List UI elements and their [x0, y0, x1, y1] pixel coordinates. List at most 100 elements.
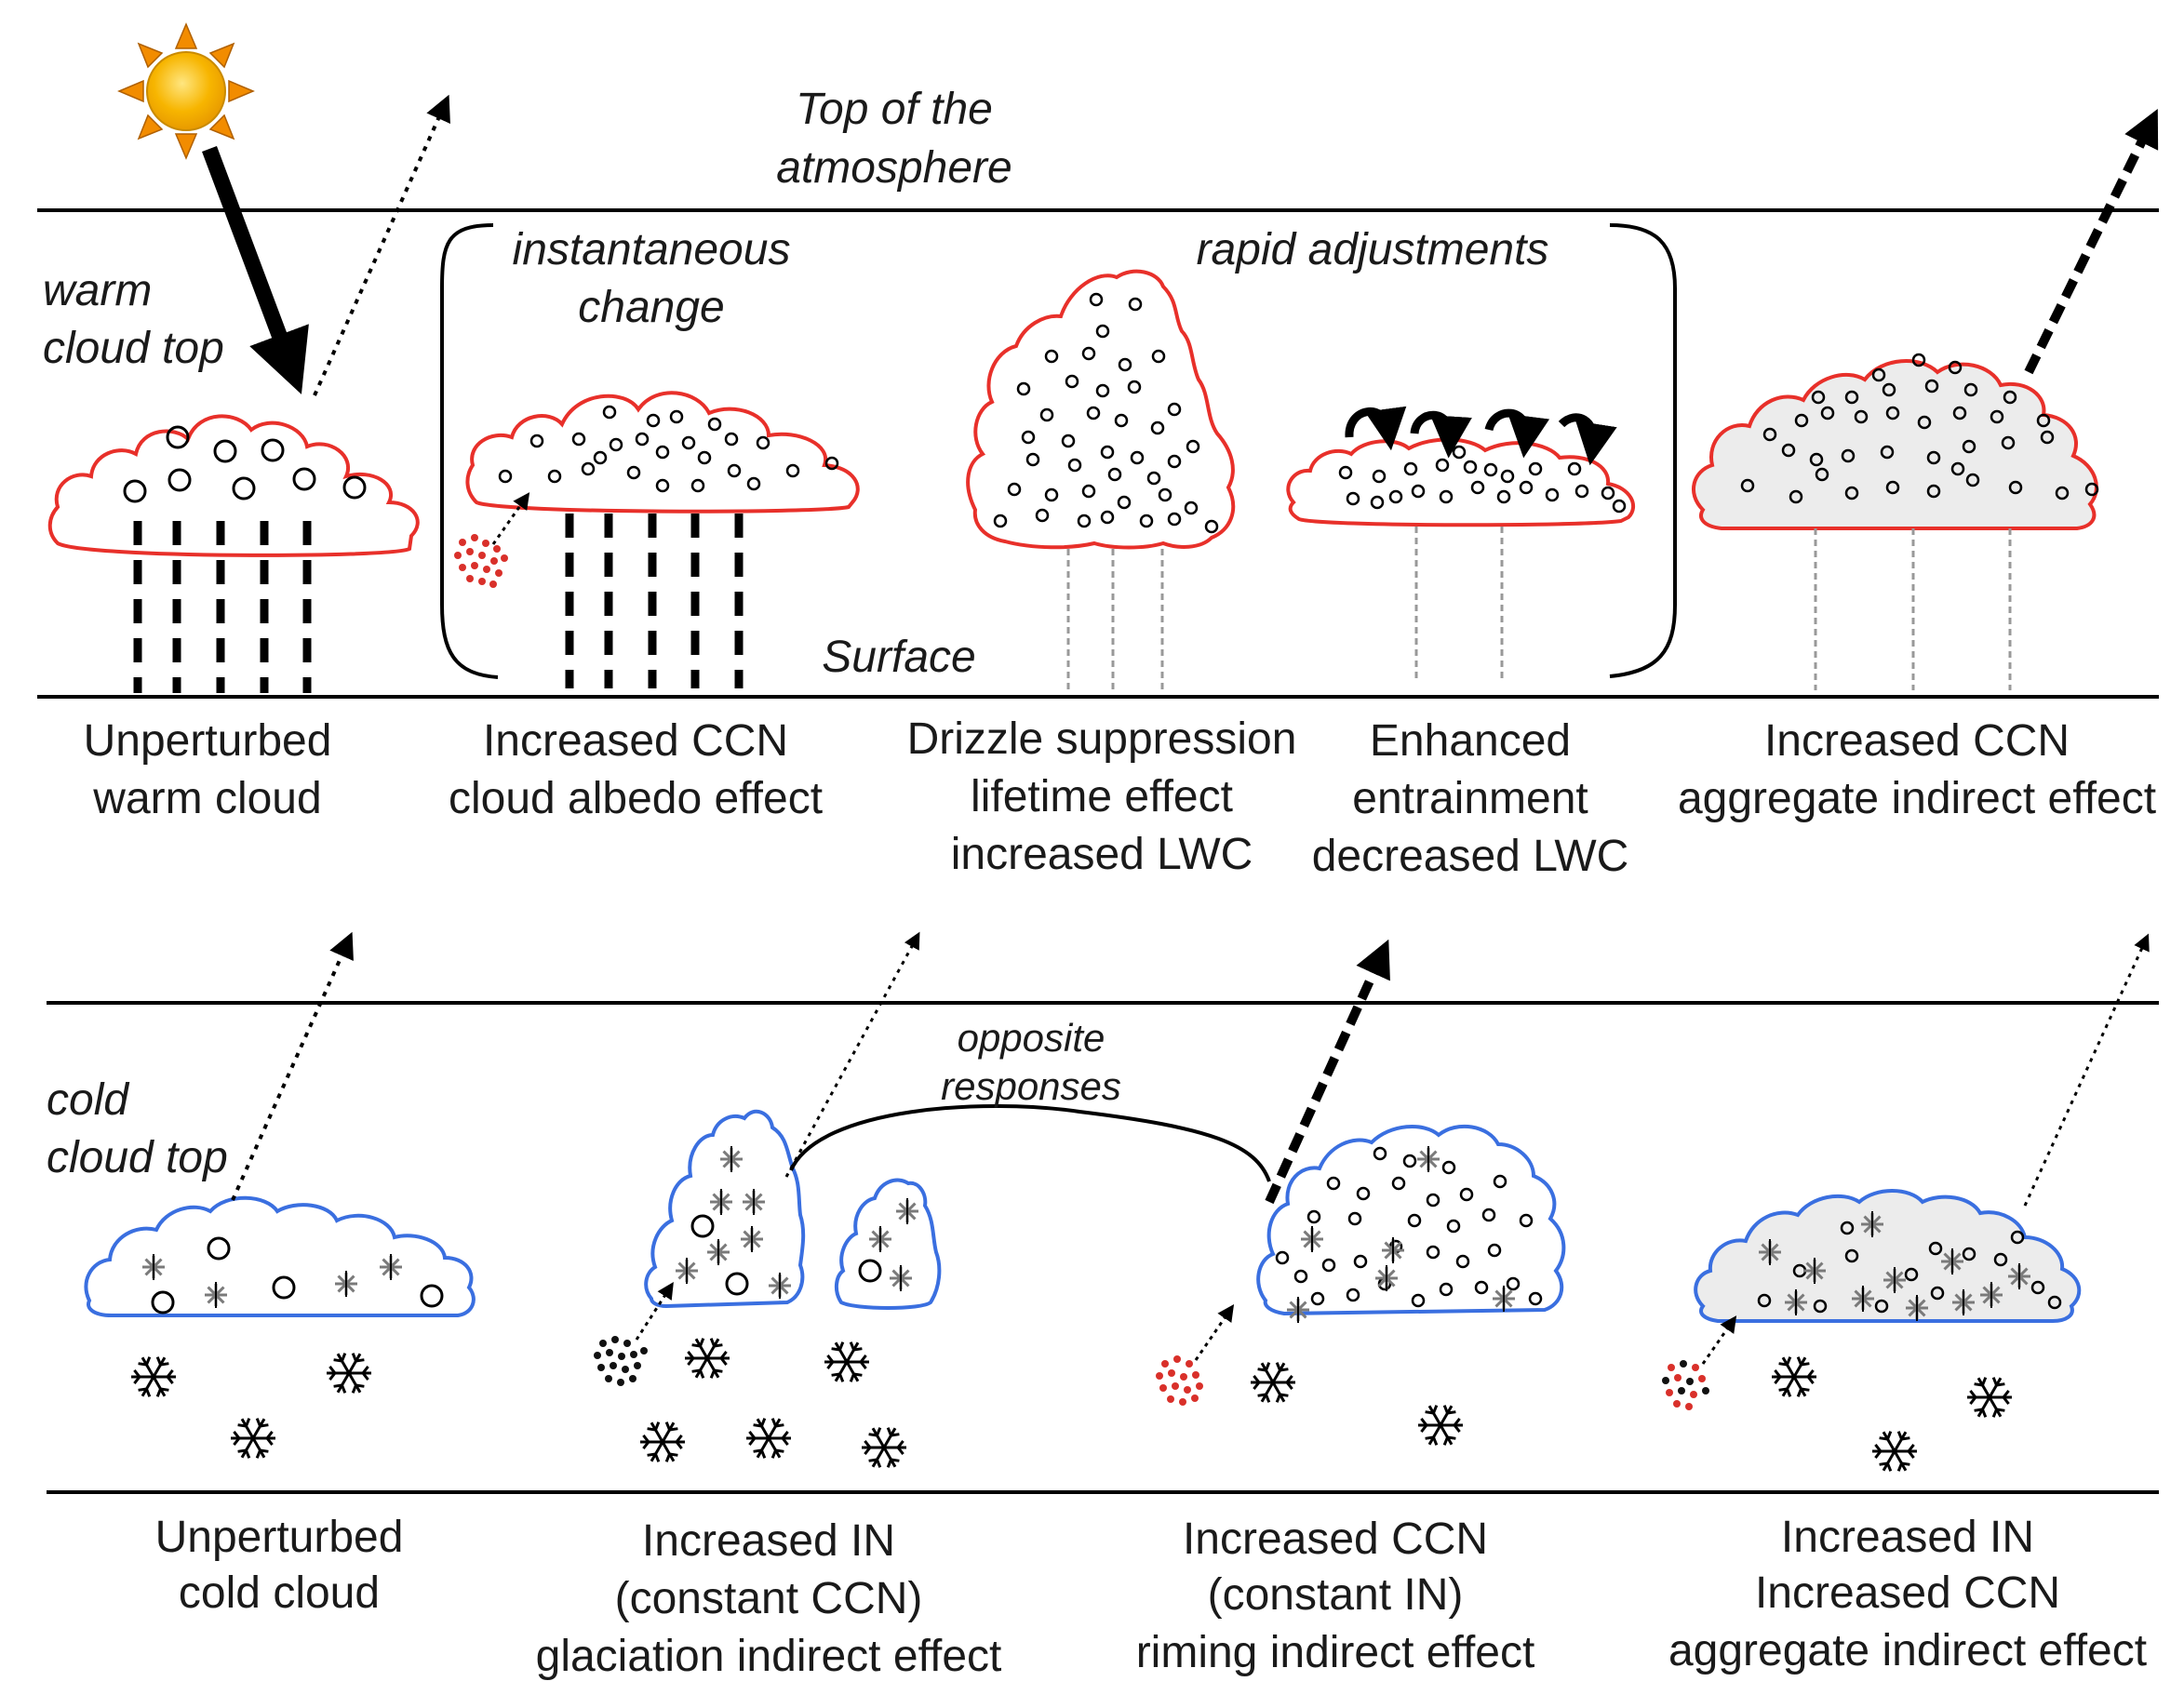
- warm-cloud-entrainment: [1286, 437, 1635, 527]
- warm-label-line2: cloud top: [43, 324, 224, 373]
- entrainment-arrows: [1345, 406, 1617, 466]
- cold-caption-4-line3: aggregate indirect effect: [1668, 1626, 2147, 1675]
- ice-crystal-icon: [1493, 1286, 1515, 1312]
- ice-crystal-icon: [1852, 1286, 1874, 1312]
- cold-label-line1: cold: [47, 1075, 129, 1125]
- cold-label-line2: cloud top: [47, 1133, 228, 1182]
- snowflake-icon: [824, 1341, 869, 1382]
- snowflake-icon: [1772, 1356, 1816, 1397]
- ice-crystal-icon: [720, 1146, 743, 1172]
- ice-crystal-icon: [1759, 1239, 1781, 1265]
- mixed-aerosol-cluster: [1662, 1360, 1709, 1410]
- ice-crystal-icon: [1375, 1265, 1398, 1291]
- red-ccn-aerosol-cluster-1: [454, 534, 508, 588]
- snowflake-icon: [1872, 1431, 1917, 1472]
- rapid-adjustment-bracket-left: [440, 223, 499, 679]
- ice-crystal-icon: [1287, 1297, 1309, 1323]
- ice-crystal-icon: [1417, 1146, 1440, 1172]
- snowflake-icon: [1967, 1377, 2012, 1418]
- warm-cloud-lifetime: [966, 269, 1236, 550]
- cold-caption-3-line1: Increased CCN: [1183, 1515, 1488, 1564]
- aggregate-warm-drizzle-shafts: [1814, 528, 2012, 690]
- cold-cloud-glaciation-small: [835, 1178, 942, 1310]
- cold-caption-3-line2: (constant IN): [1208, 1570, 1464, 1620]
- albedo-rain-shafts: [565, 514, 744, 688]
- cold-caption-4-line1: Increased IN: [1781, 1513, 2034, 1562]
- ice-crystal-icon: [741, 1226, 763, 1252]
- ice-crystal-icon: [890, 1265, 912, 1291]
- caption-1-line1: Unperturbed: [84, 716, 332, 766]
- snowflake-icon: [685, 1338, 730, 1379]
- ccn-activation-arrow-3: [1701, 1315, 1737, 1365]
- cold-caption-2-line1: Increased IN: [642, 1516, 895, 1566]
- surface-label: Surface: [822, 633, 975, 682]
- cold-cloud-glaciation-large: [644, 1109, 806, 1309]
- reflected-thick-dashed-arrow-1: [2024, 109, 2159, 375]
- cold-cloud-riming: [1256, 1124, 1566, 1316]
- caption-2-line2: cloud albedo effect: [449, 774, 823, 823]
- in-activation-arrow: [635, 1281, 674, 1341]
- ice-crystal-icon: [743, 1189, 765, 1215]
- ice-crystal-icon: [769, 1273, 791, 1299]
- caption-3-line2: lifetime effect: [971, 772, 1233, 821]
- ice-crystal-icon: [142, 1254, 165, 1280]
- snowflake-icon: [231, 1418, 275, 1459]
- snowflake-icon: [640, 1421, 685, 1462]
- snowflake-icon: [131, 1356, 176, 1397]
- ice-crystal-icon: [1883, 1267, 1906, 1293]
- reflected-dotted-arrow-4: [2023, 933, 2150, 1207]
- ice-crystal-icon: [380, 1254, 402, 1280]
- warm-rain-shafts: [133, 521, 312, 693]
- red-ccn-aerosol-cluster-2: [1156, 1355, 1203, 1406]
- snowflake-icon: [746, 1418, 791, 1459]
- snowflake-icon: [1251, 1362, 1295, 1403]
- ice-crystal-icon: [1382, 1237, 1404, 1263]
- drizzle-suppressed-shafts: [1066, 549, 1164, 690]
- ice-crystal-icon: [205, 1282, 227, 1308]
- ice-crystal-icon: [869, 1226, 891, 1252]
- caption-2-line1: Increased CCN: [483, 716, 788, 766]
- caption-3-line1: Drizzle suppression: [907, 714, 1297, 764]
- ice-crystal-icon: [707, 1239, 730, 1265]
- caption-5-line1: Increased CCN: [1764, 716, 2070, 766]
- reflected-dotted-arrow-1: [313, 94, 450, 396]
- black-in-aerosol-cluster: [594, 1336, 648, 1386]
- cold-caption-1-line2: cold cloud: [179, 1568, 380, 1618]
- rapid-adjustments-label: rapid adjustments: [1197, 225, 1549, 274]
- caption-1-line2: warm cloud: [92, 774, 321, 823]
- instant-label-line1: instantaneous: [513, 225, 791, 274]
- reflected-dotted-arrow-2: [231, 931, 354, 1201]
- ice-crystal-icon: [1803, 1258, 1826, 1284]
- ice-crystal-icon: [1906, 1295, 1928, 1321]
- caption-4-line2: entrainment: [1352, 774, 1588, 823]
- ice-crystal-icon: [896, 1198, 918, 1224]
- ice-crystal-icon: [1952, 1289, 1975, 1315]
- instant-label-line2: change: [578, 283, 724, 332]
- warm-cloud-aggregate: [1692, 353, 2099, 530]
- reflected-dotted-arrow-3: [784, 931, 920, 1178]
- ice-crystal-icon: [676, 1258, 698, 1284]
- ice-crystal-icon: [1941, 1248, 1963, 1274]
- opposite-responses-arc: [789, 1103, 1271, 1182]
- cold-caption-4-line2: Increased CCN: [1755, 1568, 2060, 1618]
- warm-cloud-albedo: [465, 391, 860, 514]
- entrainment-drizzle-shafts: [1414, 527, 1504, 683]
- ice-crystal-icon: [1980, 1282, 2003, 1308]
- ice-crystal-icon: [710, 1189, 732, 1215]
- snowflake-icon: [1418, 1405, 1463, 1446]
- ice-crystal-icon: [2008, 1263, 2030, 1289]
- caption-3-line3: increased LWC: [951, 830, 1253, 879]
- snowflake-icon: [327, 1353, 371, 1394]
- toa-label-line2: atmosphere: [776, 143, 1012, 193]
- cold-caption-1-line1: Unperturbed: [155, 1513, 404, 1562]
- rapid-adjustment-bracket-right: [1609, 223, 1677, 678]
- ice-crystal-icon: [1861, 1211, 1883, 1237]
- caption-5-line2: aggregate indirect effect: [1678, 774, 2156, 823]
- incoming-solar-arrow: [202, 146, 309, 394]
- toa-label-line1: Top of the: [796, 85, 993, 134]
- warm-label-line1: warm: [43, 266, 152, 315]
- ice-crystal-icon: [1301, 1226, 1323, 1252]
- ice-crystal-icon: [335, 1271, 357, 1297]
- reflected-thick-dashed-arrow-2: [1265, 939, 1390, 1205]
